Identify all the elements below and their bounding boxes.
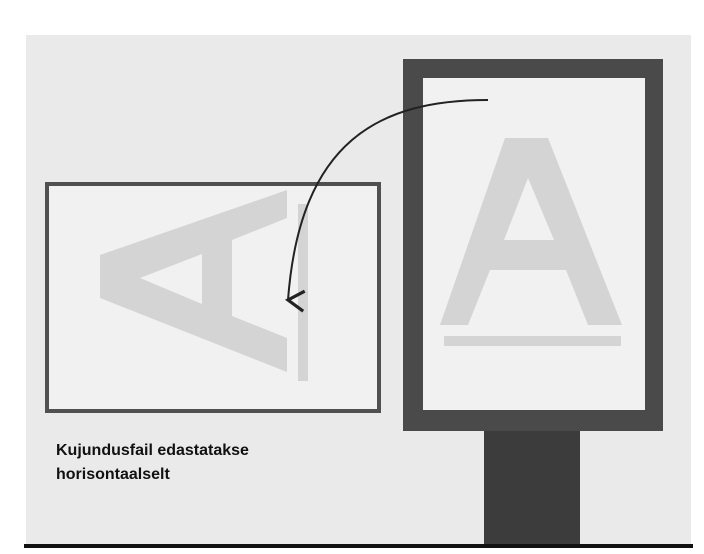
landscape-file (47, 184, 379, 411)
bottom-line (24, 544, 693, 548)
portrait-poster (403, 59, 663, 431)
caption-line-1: Kujundusfail edastatakse (56, 439, 249, 463)
caption-text: Kujundusfail edastatakse horisontaalselt (56, 439, 249, 487)
letter-underline (444, 336, 621, 346)
poster-pillar (484, 431, 580, 547)
caption-line-2: horisontaalselt (56, 463, 249, 487)
